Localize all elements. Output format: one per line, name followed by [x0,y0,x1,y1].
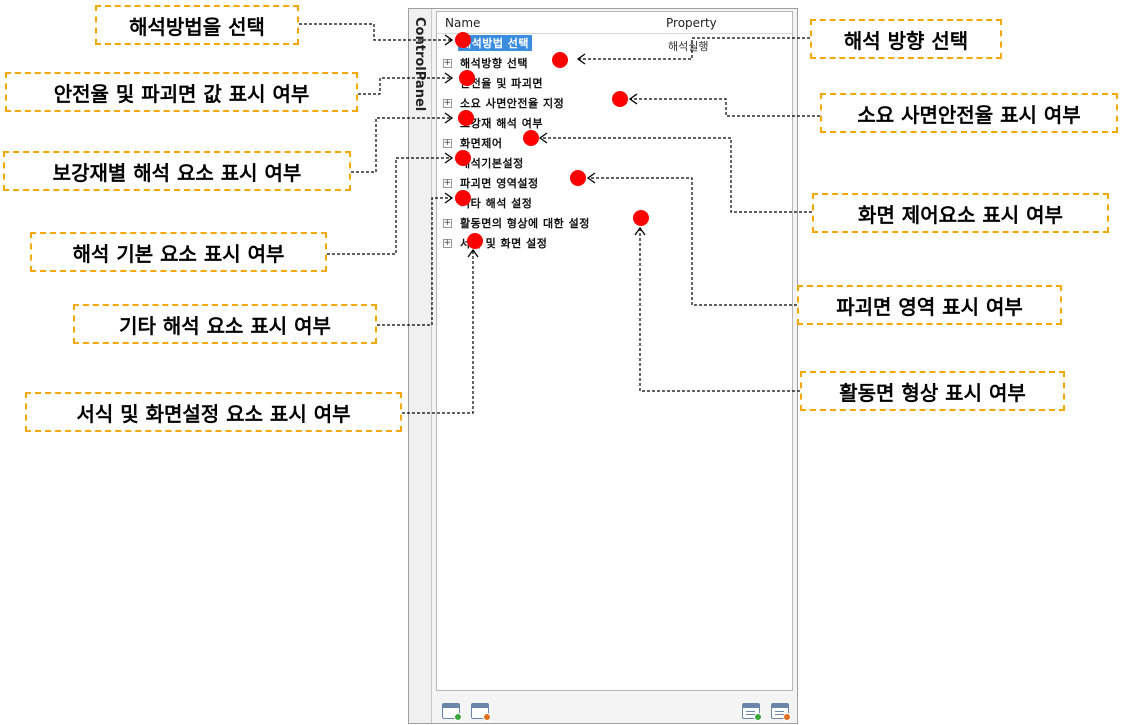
callout-format: 서식 및 화면설정 요소 표시 여부 [25,392,402,432]
callout-safety: 안전율 및 파괴면 값 표시 여부 [5,72,358,112]
column-header-name[interactable]: Name [445,16,481,30]
button-titlebar [472,704,488,708]
callout-reinforcement: 보강재별 해석 요소 표시 여부 [3,151,351,191]
callout-screen-control: 화면 제어요소 표시 여부 [812,193,1109,233]
tree-item[interactable]: + 서식 및 화면 설정 [443,234,549,252]
expand-icon[interactable]: + [443,177,452,188]
tree-item[interactable]: + 활동면의 형상에 대한 설정 [443,214,592,232]
tree-item-label: 해석방법 선택 [458,35,533,51]
callout-required-safety: 소요 사면안전율 표시 여부 [820,93,1118,133]
callout-method: 해석방법을 선택 [95,5,299,45]
expand-icon[interactable]: + [443,137,452,148]
control-panel: ControlPanel Name Property 해석방법 선택 + 해석방향 … [408,8,798,724]
button-badge [454,713,462,721]
tree-item-label: 안전율 및 파괴면 [460,77,543,90]
expand-icon[interactable]: + [443,217,452,228]
expand-icon[interactable]: + [443,97,452,108]
button-titlebar [772,704,788,708]
expand-icon[interactable]: + [443,57,452,68]
callout-failure-area: 파괴면 영역 표시 여부 [797,285,1062,325]
callout-direction: 해석 방향 선택 [810,19,1002,59]
tree-item[interactable]: + 화면제어 [443,134,504,152]
tree-item-label: 활동면의 형상에 대한 설정 [460,217,590,230]
tree-item-label: 해석방향 선택 [460,57,529,70]
button-badge [783,713,791,721]
tree-item[interactable]: 안전율 및 파괴면 [443,74,545,92]
property-value[interactable]: 해석실행 [668,40,709,53]
expand-icon[interactable]: + [443,237,452,248]
panel-side-strip: ControlPanel [409,9,432,723]
tree-item[interactable]: 해석기본설정 [443,154,526,172]
tree-item-label: 파괴면 영역설정 [460,177,539,190]
callout-basic: 해석 기본 요소 표시 여부 [30,232,327,272]
button-lines [775,711,784,712]
callout-other: 기타 해석 요소 표시 여부 [73,304,377,344]
tree-item-label: 서식 및 화면 설정 [460,237,548,250]
button-titlebar [743,704,759,708]
button-badge [754,713,762,721]
tree-item[interactable]: + 해석방향 선택 [443,54,530,72]
tree-item-label: 소요 사면안전율 지정 [460,97,565,110]
tree-item[interactable]: + 파괴면 영역설정 [443,174,541,192]
remove-list-icon[interactable] [771,703,791,721]
tree-item[interactable]: + 소요 사면안전율 지정 [443,94,566,112]
tree-item-label: 보강재 해석 여부 [460,117,543,130]
panel-caption: ControlPanel [412,17,427,112]
button-lines [746,711,755,712]
tree-item[interactable]: 해석방법 선택 [443,34,533,52]
button-badge [483,713,491,721]
add-window-icon[interactable] [442,703,462,721]
button-titlebar [443,704,459,708]
tree-item-label: 기타 해석 설정 [460,197,533,210]
callout-slip-shape: 활동면 형상 표시 여부 [800,371,1065,411]
tree-item-label: 화면제어 [460,137,503,150]
column-header-property[interactable]: Property [666,16,717,30]
tree-item[interactable]: 보강재 해석 여부 [443,114,545,132]
tree-item-label: 해석기본설정 [460,157,524,170]
remove-window-icon[interactable] [471,703,491,721]
tree-item[interactable]: 기타 해석 설정 [443,194,534,212]
add-list-icon[interactable] [742,703,762,721]
header-divider [437,33,792,34]
